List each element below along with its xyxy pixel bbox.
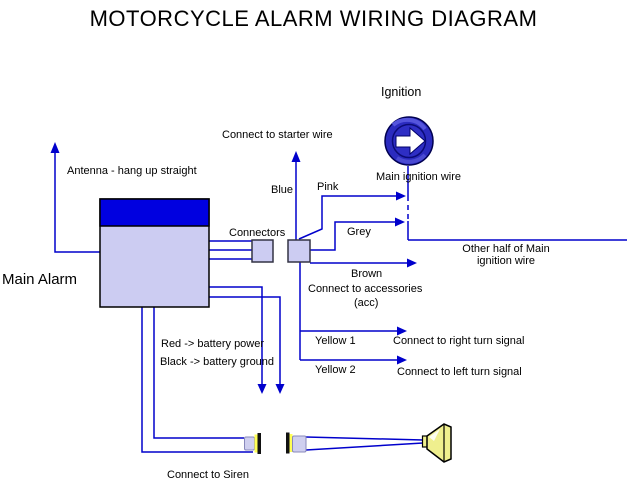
red-wire-label: Red -> battery power <box>161 338 265 350</box>
siren-plug-right-icon <box>286 432 307 454</box>
pink-wire-label: Pink <box>317 181 339 193</box>
antenna-label: Antenna - hang up straight <box>67 165 197 177</box>
connector-box-right <box>287 239 311 263</box>
siren-wires <box>305 436 424 451</box>
main-alarm-box <box>99 198 210 308</box>
yellow1-label: Yellow 1 <box>315 335 356 347</box>
grey-wire-label: Grey <box>347 226 371 238</box>
blue-wire <box>291 151 301 240</box>
ignition-icon <box>384 116 434 166</box>
connect-starter-label: Connect to starter wire <box>222 129 333 141</box>
grey-wire <box>310 217 405 251</box>
brown-wire <box>310 258 417 268</box>
siren-plug-left-icon <box>244 433 261 454</box>
brown-wire-label: Brown <box>351 268 383 280</box>
page-title: MOTORCYCLE ALARM WIRING DIAGRAM <box>89 6 538 31</box>
connect-accessories-label: Connect to accessories <box>308 283 423 295</box>
main-alarm-label: Main Alarm <box>2 271 78 288</box>
other-half-line1: Other half of Main <box>462 243 550 255</box>
connect-siren-label: Connect to Siren <box>167 469 249 481</box>
left-turn-label: Connect to left turn signal <box>397 366 522 378</box>
black-wire-label: Black -> battery ground <box>160 356 275 368</box>
acc-label: (acc) <box>354 297 379 309</box>
other-half-line2: ignition wire <box>476 255 536 267</box>
ignition-label: Ignition <box>381 85 422 99</box>
siren-speaker-icon <box>421 423 452 463</box>
pink-wire <box>298 191 406 240</box>
blue-wire-label: Blue <box>271 184 294 196</box>
antenna-wire <box>50 142 100 253</box>
connector-wires <box>209 240 252 260</box>
yellow-wires <box>299 262 407 365</box>
yellow2-label: Yellow 2 <box>315 364 356 376</box>
battery-wires <box>141 307 253 453</box>
connector-box-left <box>251 239 274 263</box>
other-half-label: Other half of Main ignition wire <box>448 243 564 267</box>
down-arrow-wires <box>209 286 285 394</box>
right-turn-label: Connect to right turn signal <box>393 335 525 347</box>
main-ignition-wire <box>407 166 627 241</box>
connectors-label: Connectors <box>229 227 286 239</box>
main-ignition-wire-label: Main ignition wire <box>376 171 461 183</box>
